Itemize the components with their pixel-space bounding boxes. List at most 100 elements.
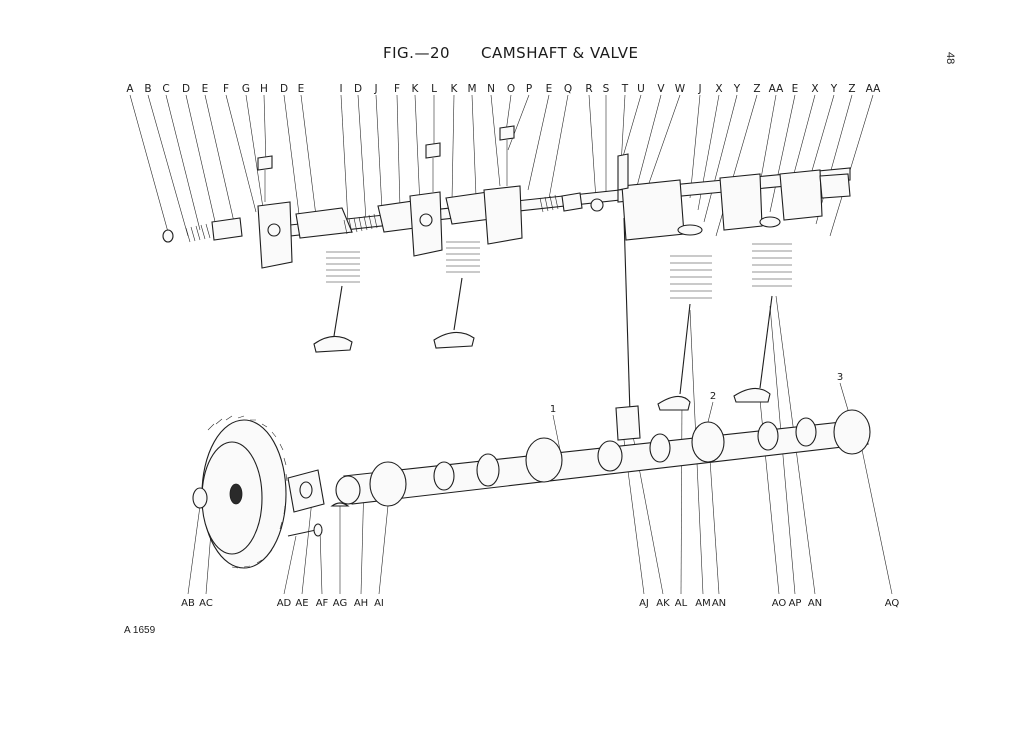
leader-line-r xyxy=(588,94,597,201)
leader-line-w xyxy=(647,94,681,187)
drawing-reference: A 1659 xyxy=(124,625,156,636)
callout-label-m: M xyxy=(467,83,476,95)
callout-label-k: K xyxy=(451,83,459,95)
valve-spring-3 xyxy=(670,255,712,299)
leader-line-f xyxy=(225,94,257,213)
callout-label-i: I xyxy=(339,83,342,95)
callout-label-al: AL xyxy=(675,598,688,609)
item-number-1: 1 xyxy=(550,404,556,415)
leader-line-k xyxy=(451,94,455,201)
spring-clip xyxy=(185,223,211,243)
callout-label-d: D xyxy=(280,83,288,95)
bolt xyxy=(287,529,317,537)
leader-line-af xyxy=(319,529,323,595)
callout-label-af: AF xyxy=(316,598,329,609)
camshaft-rear-journal xyxy=(833,409,871,455)
cam-lobe-3 xyxy=(691,421,725,463)
leader-line-ad xyxy=(283,535,297,595)
leader-line-y xyxy=(703,94,738,223)
item-leader-1 xyxy=(552,414,561,451)
end-plug xyxy=(162,229,174,243)
callout-label-e: E xyxy=(298,83,305,95)
callout-label-ae: AE xyxy=(295,598,308,609)
leader-line-aq xyxy=(859,439,893,595)
item-number-labels: 123 xyxy=(550,372,843,415)
item-number-3: 3 xyxy=(837,372,843,383)
rocker-spring-1 xyxy=(343,213,378,235)
callout-label-x: X xyxy=(715,83,722,95)
callout-label-ag: AG xyxy=(333,598,347,609)
leader-line-c xyxy=(165,94,201,231)
callout-label-b: B xyxy=(144,83,151,95)
callout-label-g: G xyxy=(242,83,250,95)
callout-label-n: N xyxy=(487,83,495,95)
pushrod xyxy=(623,217,631,415)
callout-label-p: P xyxy=(526,83,532,95)
leader-line-d xyxy=(283,94,301,223)
leader-line-z xyxy=(815,94,853,225)
callout-label-ah: AH xyxy=(354,598,368,609)
valve-stem-4 xyxy=(759,295,773,389)
callout-label-e: E xyxy=(792,83,799,95)
leader-line-p xyxy=(507,94,530,151)
leader-line-j xyxy=(689,94,701,199)
callout-label-am: AM xyxy=(695,598,710,609)
callout-label-a: A xyxy=(126,83,134,95)
callout-label-h: H xyxy=(260,83,268,95)
leader-line-aa xyxy=(829,94,874,237)
leader-line-al xyxy=(680,399,683,595)
callout-label-y: Y xyxy=(830,83,838,95)
valve-head-4 xyxy=(733,387,771,403)
callout-label-y: Y xyxy=(733,83,741,95)
leader-line-f xyxy=(396,94,401,209)
o-ring xyxy=(590,198,604,212)
callout-label-k: K xyxy=(412,83,420,95)
gear-hub xyxy=(229,483,243,505)
leader-line-aa xyxy=(759,94,777,185)
callout-label-ao: AO xyxy=(772,598,787,609)
figure-number: FIG.—20 xyxy=(383,44,451,62)
valve-spring-4 xyxy=(752,243,792,287)
callout-label-x: X xyxy=(811,83,818,95)
callout-label-j: J xyxy=(373,83,377,95)
callout-label-d: D xyxy=(354,83,362,95)
callout-label-s: S xyxy=(603,83,610,95)
leader-line-d xyxy=(185,94,217,227)
leader-line-k xyxy=(414,94,421,207)
distributor-drive-gear xyxy=(597,440,623,472)
callout-label-t: T xyxy=(621,83,629,95)
circlip xyxy=(192,487,208,509)
cam-lobe-2 xyxy=(525,437,563,483)
valve-collar-4 xyxy=(759,216,781,228)
valve-stem-1 xyxy=(333,285,343,337)
valve-set xyxy=(313,216,792,441)
callout-label-z: Z xyxy=(753,83,760,95)
figure-title: CAMSHAFT & VALVE xyxy=(481,44,639,62)
pedestal-bolt-head-1 xyxy=(257,155,273,171)
camshaft-front-journal xyxy=(335,475,361,505)
callout-label-r: R xyxy=(585,83,592,95)
valve-head-3 xyxy=(657,395,691,411)
leader-line-u xyxy=(621,94,642,161)
leader-line-b xyxy=(147,94,189,237)
leader-line-d xyxy=(357,94,367,221)
callout-label-ad: AD xyxy=(277,598,292,609)
pedestal-bolt-head-2 xyxy=(425,142,441,159)
leader-line-e xyxy=(300,94,317,217)
valve-stem-2 xyxy=(453,277,463,331)
callout-label-aq: AQ xyxy=(885,598,900,609)
leader-line-n xyxy=(490,94,501,187)
rocker-arm-end xyxy=(819,173,851,199)
gear-teeth xyxy=(207,415,288,569)
callout-label-ak: AK xyxy=(656,598,670,609)
callout-label-aj: AJ xyxy=(639,598,649,609)
callout-label-j: J xyxy=(697,83,701,95)
rocker-spring-2 xyxy=(539,194,559,213)
callout-label-d: D xyxy=(182,83,190,95)
callout-label-l: L xyxy=(431,83,437,95)
callout-label-ab: AB xyxy=(181,598,195,609)
valve-spring-1 xyxy=(326,251,360,283)
callout-label-c: C xyxy=(162,83,169,95)
